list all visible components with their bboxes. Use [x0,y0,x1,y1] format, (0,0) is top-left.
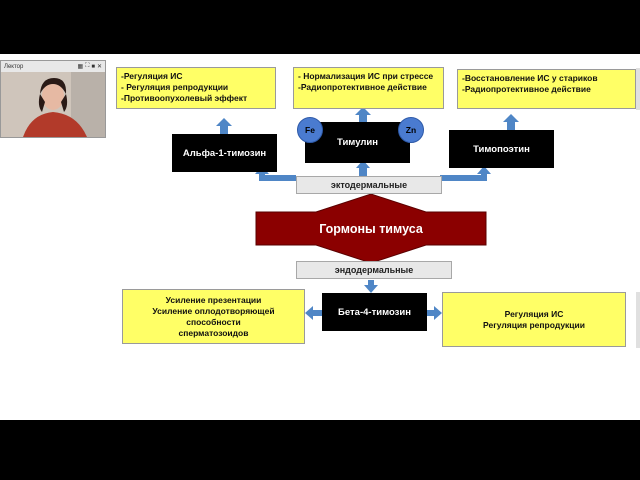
beta-left-effects-text: Усиление презентации Усиление оплодотвор… [152,294,275,338]
beta-left-effects-box: Усиление презентации Усиление оплодотвор… [122,289,305,344]
zn-circle: Zn [398,117,424,143]
grid-icon[interactable]: ▦ [77,64,84,70]
arrow-ecto-to-thymopoietin [440,166,491,181]
arrow-thymulin-to-effects [355,107,371,124]
zn-label: Zn [405,125,417,135]
ectodermal-label: эктодермальные [330,180,408,190]
fe-label: Fe [305,125,315,135]
arrow-endo-to-beta [364,280,378,293]
video-panel-title: Лектор [4,63,24,70]
thymopoietin-effects-box: -Восстановление ИС у стариков -Радиопрот… [457,69,636,109]
video-panel-header: Лектор ▦ ⛶ ■ ✕ [1,61,105,72]
main-title-text: Гормоны тимуса [319,221,423,236]
beta-thymosin-box: Бета-4-тимозин [322,293,427,331]
lecturer-video-panel[interactable]: Лектор ▦ ⛶ ■ ✕ [0,60,106,138]
arrow-thymopoietin-to-effects [503,114,519,131]
alpha-effects-text: -Регуляция ИС - Регуляция репродукции -П… [121,71,248,103]
thymulin-effects-text: - Нормализация ИС при стрессе -Радиопрот… [298,71,434,92]
beta-right-effects-text: Регуляция ИС Регуляция репродукции [483,308,585,330]
endodermal-label: эндодермальные [334,265,414,275]
thymopoietin-label: Тимопоэтин [473,143,530,155]
lecturer-video [1,72,105,137]
arrow-alpha-to-effects [216,118,232,135]
endodermal-bar: эндодермальные [296,261,452,279]
thymulin-label: Тимулин [337,137,378,148]
thymulin-effects-box: - Нормализация ИС при стрессе -Радиопрот… [293,67,444,109]
thymopoietin-box: Тимопоэтин [449,130,554,168]
alpha-thymosin-box: Альфа-1-тимозин [172,134,277,172]
fe-circle: Fe [297,117,323,143]
alpha-effects-box: -Регуляция ИС - Регуляция репродукции -П… [116,67,276,109]
thymopoietin-effects-text: -Восстановление ИС у стариков -Радиопрот… [462,73,598,94]
right-edge-strip-bottom [636,292,640,348]
close-icon[interactable]: ✕ [96,64,102,70]
alpha-thymosin-label: Альфа-1-тимозин [182,147,267,159]
main-red-arrow [255,193,487,264]
arrow-beta-to-right-effects [427,306,442,320]
right-edge-strip-top [636,68,640,110]
ectodermal-bar: эктодермальные [296,176,442,194]
arrow-ecto-to-thymulin [356,160,370,176]
camera-icon[interactable]: ■ [91,63,95,70]
beta-thymosin-label: Бета-4-тимозин [338,306,411,318]
lecturer-image [1,72,105,137]
fullscreen-icon[interactable]: ⛶ [85,63,90,69]
beta-right-effects-box: Регуляция ИС Регуляция репродукции [442,292,626,347]
main-title: Гормоны тимуса [256,212,486,245]
arrow-beta-to-left-effects [305,306,323,320]
